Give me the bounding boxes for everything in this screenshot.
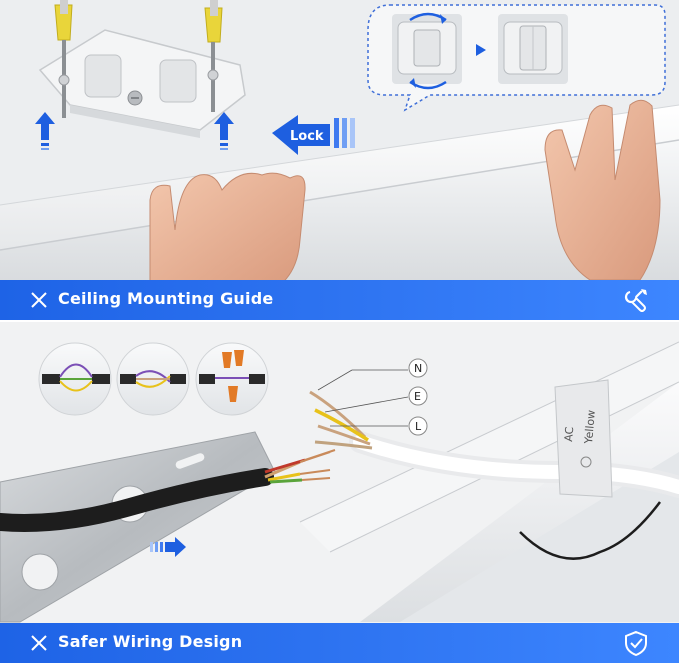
wall-anchor-left [54,0,73,118]
mounting-banner: Ceiling Mounting Guide [0,280,679,320]
wiring-panel: AC Yellow N E L [0,322,679,663]
arrow-right-icon [150,537,186,557]
cable-tag-yellow: Yellow [582,409,598,445]
mounting-bracket [38,29,246,138]
wire-label-l: L [415,420,422,433]
shield-check-icon [625,630,647,657]
arrow-up-icon-left [35,112,55,150]
tag-symbol-icon [580,456,592,468]
wire-join-nut-icon [195,342,269,416]
white-cable [349,431,679,498]
lock-label: Lock [290,129,324,144]
wiring-title: Safer Wiring Design [58,632,243,651]
arrow-up-icon-right [214,112,234,150]
mounting-title: Ceiling Mounting Guide [58,289,274,308]
wire-label-callouts: N E L [317,358,428,436]
wall-anchor-right [204,0,223,112]
wire-label-e: E [414,390,421,403]
wire-join-twist-icon [38,342,112,416]
arrow-left-icon [272,115,330,155]
cross-icon [31,635,47,651]
section-divider [0,320,679,322]
mounting-illustration: Lock [0,0,679,320]
supply-cable [0,449,336,532]
fixture-wires [309,390,373,450]
wire-label-n: N [414,362,422,375]
hand-left [149,172,306,286]
lock-arrow: Lock [272,115,355,155]
cross-icon [31,292,47,308]
play-arrow-icon [476,44,486,56]
wiring-illustration: AC Yellow N E L [0,322,679,663]
wire-join-splice-icon [116,342,190,416]
wiring-banner: Safer Wiring Design [0,623,679,663]
clip-detail-bubble [367,4,666,112]
cable-tag-ac: AC [562,426,576,442]
wrench-screwdriver-icon [624,289,647,312]
cable-tag: AC Yellow [554,379,613,498]
hand-right [544,99,661,281]
mounting-panel: Lock Ceiling Mounting Guide [0,0,679,320]
